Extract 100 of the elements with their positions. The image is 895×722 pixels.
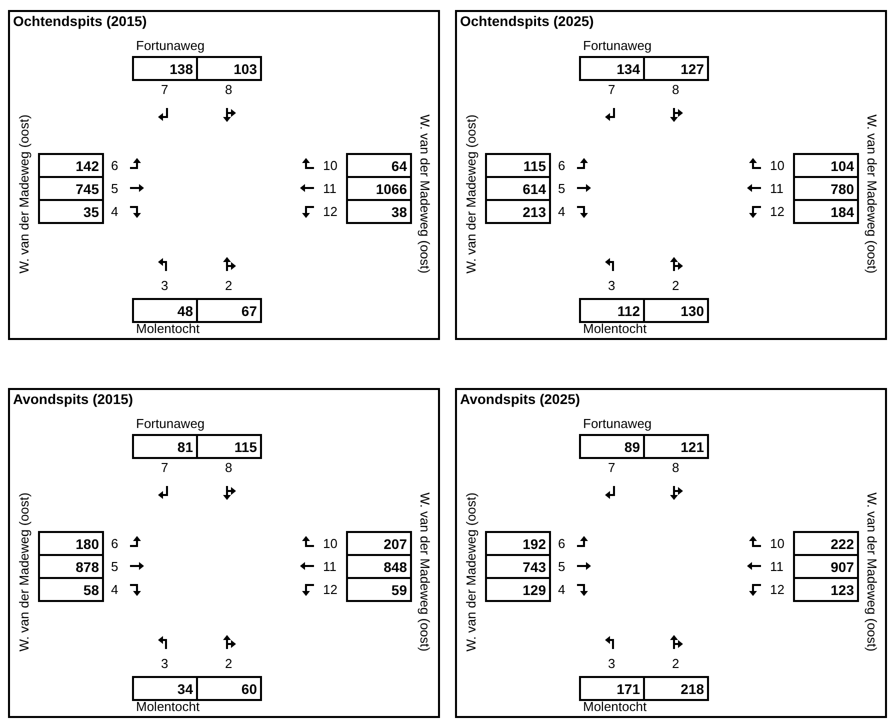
road-name: W. van der Madeweg (oost)	[464, 492, 478, 652]
traffic-count: 213	[485, 199, 551, 224]
lane-number: 3	[161, 656, 168, 671]
traffic-count: 130	[643, 298, 709, 323]
panel-title: Ochtendspits (2015)	[13, 13, 147, 29]
lane-number: 2	[672, 278, 680, 293]
road-name: W. van der Madeweg (oost)	[418, 492, 432, 652]
traffic-count: 127	[643, 56, 709, 81]
lane-number: 11	[770, 181, 784, 196]
road-name: W. van der Madeweg (oost)	[418, 114, 432, 274]
road-name: Molentocht	[136, 699, 200, 714]
lane-number: 4	[111, 582, 118, 597]
traffic-count: 34	[132, 676, 198, 701]
lane-number: 5	[558, 181, 566, 196]
road-name: Fortunaweg	[136, 416, 205, 431]
traffic-count: 60	[196, 676, 262, 701]
lane-number: 11	[770, 559, 784, 574]
traffic-count: 848	[346, 554, 412, 579]
traffic-count: 67	[196, 298, 262, 323]
road-name: W. van der Madeweg (oost)	[16, 114, 32, 274]
panel-title: Avondspits (2025)	[460, 391, 580, 407]
lane-number: 12	[770, 582, 784, 597]
traffic-count: 58	[38, 577, 104, 602]
lane-number: 6	[558, 158, 566, 173]
panel-title: Ochtendspits (2025)	[460, 13, 594, 29]
lane-number: 8	[672, 82, 680, 97]
traffic-count: 89	[579, 434, 645, 459]
lane-number: 6	[111, 158, 118, 173]
road-name: W. van der Madeweg (oost)	[864, 114, 880, 274]
traffic-count: 180	[38, 531, 104, 556]
lane-number: 2	[225, 656, 232, 671]
lane-number: 7	[608, 460, 616, 475]
road-name: Molentocht	[583, 321, 647, 336]
lane-number: 8	[225, 82, 232, 97]
lane-number: 7	[608, 82, 616, 97]
lane-number: 3	[161, 278, 168, 293]
traffic-count: 222	[793, 531, 859, 556]
lane-number: 2	[225, 278, 232, 293]
road-name: W. van der Madeweg (oost)	[864, 492, 880, 652]
lane-number: 11	[323, 559, 336, 574]
traffic-count: 35	[38, 199, 104, 224]
traffic-count: 38	[346, 199, 412, 224]
lane-number: 4	[558, 582, 566, 597]
lane-number: 6	[111, 536, 118, 551]
lane-number: 12	[770, 204, 784, 219]
traffic-count: 129	[485, 577, 551, 602]
lane-number: 5	[111, 559, 118, 574]
road-name: Fortunaweg	[136, 38, 205, 53]
traffic-count: 121	[643, 434, 709, 459]
lane-number: 5	[111, 181, 118, 196]
lane-number: 4	[111, 204, 118, 219]
traffic-count: 112	[579, 298, 645, 323]
lane-number: 2	[672, 656, 680, 671]
panel-title: Avondspits (2015)	[13, 391, 134, 407]
traffic-count: 192	[485, 531, 551, 556]
lane-number: 4	[558, 204, 566, 219]
traffic-count: 614	[485, 176, 551, 201]
lane-number: 6	[558, 536, 566, 551]
traffic-count: 207	[346, 531, 412, 556]
traffic-count: 64	[346, 153, 412, 178]
traffic-count: 103	[196, 56, 262, 81]
traffic-count: 115	[196, 434, 262, 459]
lane-number: 5	[558, 559, 566, 574]
lane-number: 7	[161, 460, 168, 475]
lane-number: 8	[672, 460, 680, 475]
traffic-count: 184	[793, 199, 859, 224]
traffic-count: 138	[132, 56, 198, 81]
traffic-count: 104	[793, 153, 859, 178]
intersection-panel	[8, 388, 440, 718]
traffic-count: 123	[793, 577, 859, 602]
traffic-count: 134	[579, 56, 645, 81]
lane-number: 10	[323, 536, 338, 551]
traffic-count: 48	[132, 298, 198, 323]
lane-number: 10	[323, 158, 338, 173]
lane-number: 8	[225, 460, 232, 475]
traffic-count: 81	[132, 434, 198, 459]
traffic-count: 907	[793, 554, 859, 579]
traffic-count: 745	[38, 176, 104, 201]
traffic-count: 218	[643, 676, 709, 701]
lane-number: 10	[770, 536, 784, 551]
lane-number: 7	[161, 82, 168, 97]
road-name: Molentocht	[583, 699, 647, 714]
traffic-count: 142	[38, 153, 104, 178]
traffic-count: 171	[579, 676, 645, 701]
lane-number: 12	[323, 582, 338, 597]
intersection-panel	[8, 10, 440, 340]
lane-number: 12	[323, 204, 338, 219]
traffic-count: 59	[346, 577, 412, 602]
lane-number: 10	[770, 158, 784, 173]
lane-number: 3	[608, 278, 616, 293]
intersection-panel	[455, 10, 887, 340]
lane-number: 11	[323, 181, 336, 196]
traffic-count: 878	[38, 554, 104, 579]
traffic-count: 1066	[346, 176, 412, 201]
road-name: Fortunaweg	[583, 38, 652, 53]
road-name: Fortunaweg	[583, 416, 652, 431]
road-name: W. van der Madeweg (oost)	[464, 114, 478, 274]
lane-number: 3	[608, 656, 616, 671]
traffic-count: 780	[793, 176, 859, 201]
road-name: Molentocht	[136, 321, 200, 336]
